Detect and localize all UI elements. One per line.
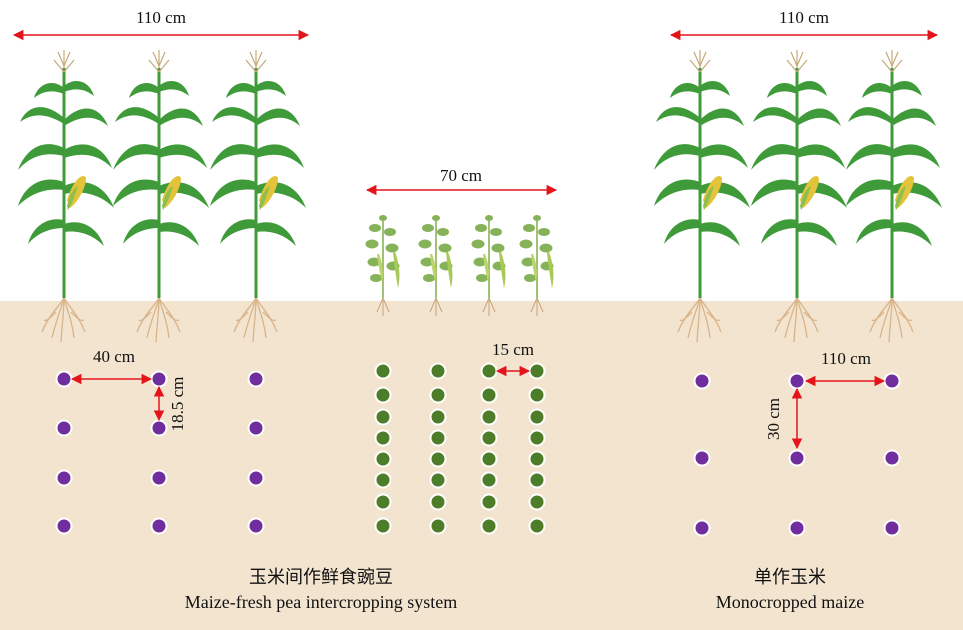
pea-plant-dot xyxy=(429,386,447,404)
pea-plant-dot xyxy=(528,450,546,468)
maize-plant-dot xyxy=(247,517,265,535)
pea-plant-dot xyxy=(480,450,498,468)
planting-dots xyxy=(55,362,901,537)
pea-plant-dot xyxy=(480,517,498,535)
maize-plant-dot xyxy=(883,449,901,467)
pea-plant-dot xyxy=(374,362,392,380)
width-label-pea: 70 cm xyxy=(440,166,482,185)
maize-plant-dot xyxy=(788,372,806,390)
pea-plant-dot xyxy=(480,408,498,426)
maize-plant-dot xyxy=(883,372,901,390)
spacing-label-18-5: 18.5 cm xyxy=(168,377,187,432)
pea-plant-dot xyxy=(374,493,392,511)
maize-plant-dot xyxy=(247,370,265,388)
pea-plant-dot xyxy=(374,408,392,426)
pea-plant-dot xyxy=(429,517,447,535)
spacing-label-110: 110 cm xyxy=(821,349,871,368)
pea-plant-dot xyxy=(480,493,498,511)
maize-plant-dot xyxy=(55,469,73,487)
pea-plant-dot xyxy=(528,493,546,511)
maize-plant-dot xyxy=(247,419,265,437)
maize-plant xyxy=(209,49,307,343)
maize-plant-dot xyxy=(150,469,168,487)
spacing-label-30: 30 cm xyxy=(764,398,783,440)
maize-plant xyxy=(750,49,848,343)
caption-intercrop-en: Maize-fresh pea intercropping system xyxy=(185,592,457,612)
maize-plant xyxy=(17,49,115,343)
pea-plant-dot xyxy=(528,471,546,489)
maize-plant-dot xyxy=(883,519,901,537)
pea-plant-dot xyxy=(429,471,447,489)
pea-plant-dot xyxy=(374,450,392,468)
pea-plant xyxy=(417,214,454,317)
pea-plant-dot xyxy=(480,429,498,447)
maize-plant-dot xyxy=(150,517,168,535)
maize-plant-dot xyxy=(788,519,806,537)
spacing-label-15: 15 cm xyxy=(492,340,534,359)
pea-plant-dot xyxy=(374,386,392,404)
pea-plant xyxy=(470,214,507,317)
maize-plant-dot xyxy=(693,519,711,537)
pea-plant-dot xyxy=(429,408,447,426)
width-label-left: 110 cm xyxy=(136,8,186,27)
spacing-label-40: 40 cm xyxy=(93,347,135,366)
caption-mono-en: Monocropped maize xyxy=(716,592,864,612)
pea-plant xyxy=(518,214,555,317)
maize-plant-dot xyxy=(55,370,73,388)
pea-plant-dot xyxy=(374,471,392,489)
width-label-right: 110 cm xyxy=(779,8,829,27)
pea-plant-dot xyxy=(429,493,447,511)
caption-mono-cn: 单作玉米 xyxy=(754,567,826,588)
pea-plant-dot xyxy=(528,408,546,426)
maize-plant-dot xyxy=(693,449,711,467)
maize-plant-dot xyxy=(55,419,73,437)
pea-plant-dot xyxy=(374,429,392,447)
pea-plant-dot xyxy=(480,471,498,489)
maize-plant-dot xyxy=(150,419,168,437)
maize-plant-dot xyxy=(788,449,806,467)
pea-plant-dot xyxy=(528,362,546,380)
maize-plant xyxy=(112,49,210,343)
pea-plant-dot xyxy=(480,386,498,404)
soil-area xyxy=(0,301,963,630)
maize-plant-dot xyxy=(150,370,168,388)
maize-plant xyxy=(653,49,751,343)
maize-plant-dot xyxy=(247,469,265,487)
maize-plant-dot xyxy=(55,517,73,535)
pea-plant-dot xyxy=(429,450,447,468)
caption-intercrop-cn: 玉米间作鲜食豌豆 xyxy=(249,567,393,588)
pea-plant-dot xyxy=(528,429,546,447)
pea-plant-dot xyxy=(528,517,546,535)
pea-plant-dot xyxy=(480,362,498,380)
pea-plant-dot xyxy=(429,362,447,380)
pea-plant-dot xyxy=(528,386,546,404)
maize-plant xyxy=(845,49,943,343)
pea-plant-dot xyxy=(429,429,447,447)
pea-plant-dot xyxy=(374,517,392,535)
maize-plant-dot xyxy=(693,372,711,390)
pea-plant xyxy=(364,214,401,317)
